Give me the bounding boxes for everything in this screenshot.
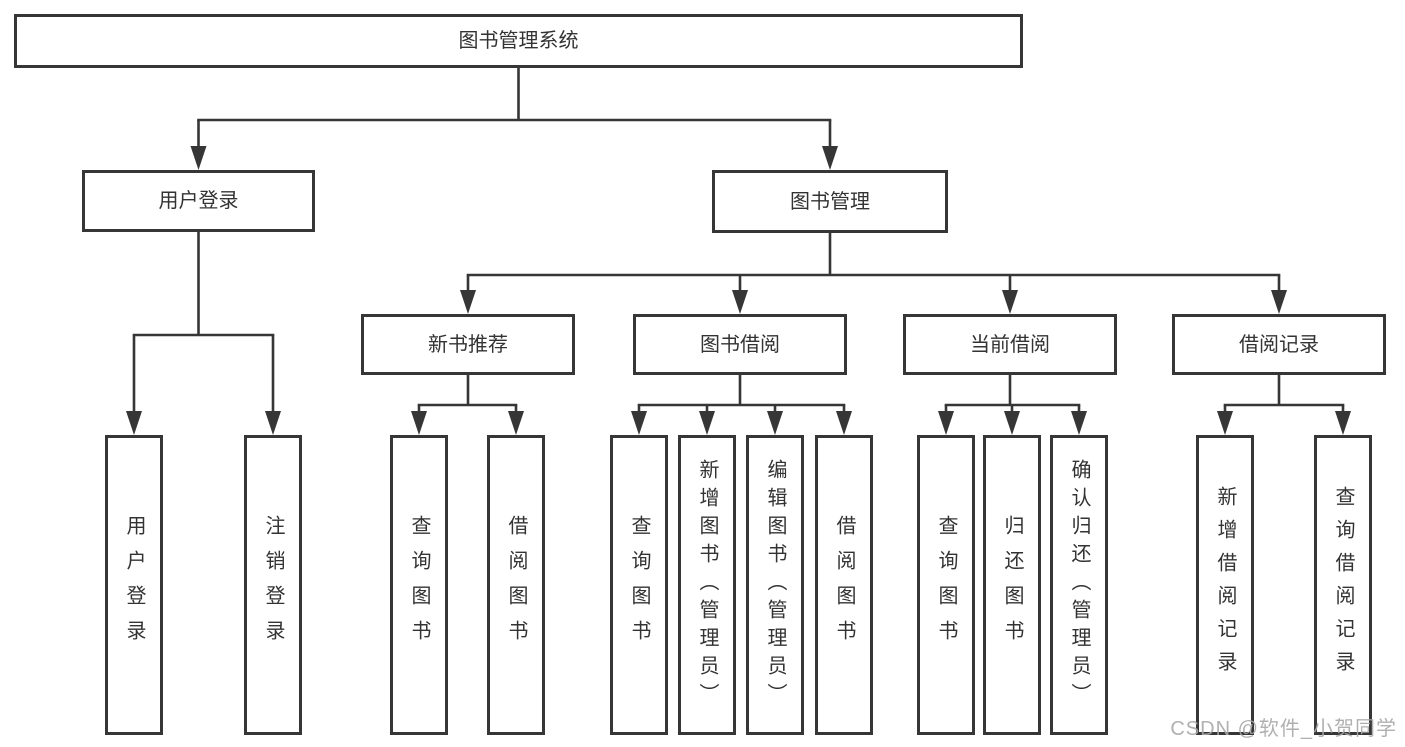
arrowhead-down-icon bbox=[1071, 411, 1087, 435]
node-label: 注销登录 bbox=[262, 515, 284, 655]
arrowhead-down-icon bbox=[126, 411, 142, 435]
node-current-borrow: 当前借阅 bbox=[903, 314, 1117, 375]
node-leaf-add-book: 新增图书（管理员） bbox=[678, 435, 736, 735]
node-leaf-logout: 注销登录 bbox=[244, 435, 302, 735]
arrowhead-down-icon bbox=[1335, 411, 1351, 435]
node-user-login: 用户登录 bbox=[82, 170, 315, 232]
node-leaf-borrow-book-1: 借阅图书 bbox=[487, 435, 545, 735]
arrowhead-down-icon bbox=[938, 411, 954, 435]
node-book-borrow: 图书借阅 bbox=[633, 314, 847, 375]
node-leaf-query-book-1: 查询图书 bbox=[390, 435, 448, 735]
node-label: 新书推荐 bbox=[428, 333, 508, 356]
arrowhead-down-icon bbox=[631, 411, 647, 435]
arrowhead-down-icon bbox=[460, 290, 476, 314]
arrowhead-down-icon bbox=[411, 411, 427, 435]
node-label: 归还图书 bbox=[1001, 515, 1023, 655]
node-leaf-confirm-return: 确认归还（管理员） bbox=[1050, 435, 1108, 735]
node-leaf-query-book-3: 查询图书 bbox=[917, 435, 975, 735]
arrowhead-down-icon bbox=[1271, 290, 1287, 314]
arrowhead-down-icon bbox=[767, 411, 783, 435]
node-label: 图书借阅 bbox=[700, 333, 780, 356]
node-leaf-query-record: 查询借阅记录 bbox=[1314, 435, 1372, 735]
arrowhead-down-icon bbox=[699, 411, 715, 435]
node-leaf-return-book: 归还图书 bbox=[983, 435, 1041, 735]
node-label: 图书管理系统 bbox=[458, 30, 579, 52]
node-label: 查询图书 bbox=[408, 515, 430, 655]
node-label: 查询图书 bbox=[628, 515, 650, 655]
node-leaf-query-book-2: 查询图书 bbox=[610, 435, 668, 735]
node-leaf-add-record: 新增借阅记录 bbox=[1196, 435, 1254, 735]
node-label: 查询图书 bbox=[935, 515, 957, 655]
arrowhead-down-icon bbox=[265, 411, 281, 435]
node-label: 用户登录 bbox=[158, 190, 239, 212]
node-label: 查询借阅记录 bbox=[1332, 486, 1354, 684]
arrowhead-down-icon bbox=[836, 411, 852, 435]
node-label: 借阅记录 bbox=[1239, 333, 1319, 356]
node-label: 新增图书（管理员） bbox=[696, 459, 718, 711]
node-leaf-edit-book: 编辑图书（管理员） bbox=[746, 435, 804, 735]
arrowhead-down-icon bbox=[508, 411, 524, 435]
node-label: 借阅图书 bbox=[833, 515, 855, 655]
node-leaf-borrow-book-2: 借阅图书 bbox=[815, 435, 873, 735]
node-borrow-records: 借阅记录 bbox=[1172, 314, 1386, 375]
arrowhead-down-icon bbox=[190, 146, 207, 170]
arrowhead-down-icon bbox=[1002, 290, 1018, 314]
arrowhead-down-icon bbox=[732, 290, 748, 314]
arrowhead-down-icon bbox=[822, 146, 838, 170]
node-label: 编辑图书（管理员） bbox=[764, 459, 786, 711]
arrowhead-down-icon bbox=[1004, 411, 1020, 435]
node-root: 图书管理系统 bbox=[14, 14, 1023, 68]
node-book-mgmt: 图书管理 bbox=[712, 170, 948, 233]
node-leaf-user-login: 用户登录 bbox=[105, 435, 163, 735]
node-label: 用户登录 bbox=[123, 515, 145, 655]
node-label: 图书管理 bbox=[790, 190, 870, 213]
arrowhead-down-icon bbox=[1217, 411, 1233, 435]
node-label: 确认归还（管理员） bbox=[1068, 459, 1090, 711]
node-label: 新增借阅记录 bbox=[1214, 486, 1236, 684]
node-label: 当前借阅 bbox=[970, 333, 1050, 356]
watermark: CSDN @软件_小贺同学 bbox=[1170, 718, 1397, 740]
node-new-book-rec: 新书推荐 bbox=[361, 314, 575, 375]
node-label: 借阅图书 bbox=[505, 515, 527, 655]
